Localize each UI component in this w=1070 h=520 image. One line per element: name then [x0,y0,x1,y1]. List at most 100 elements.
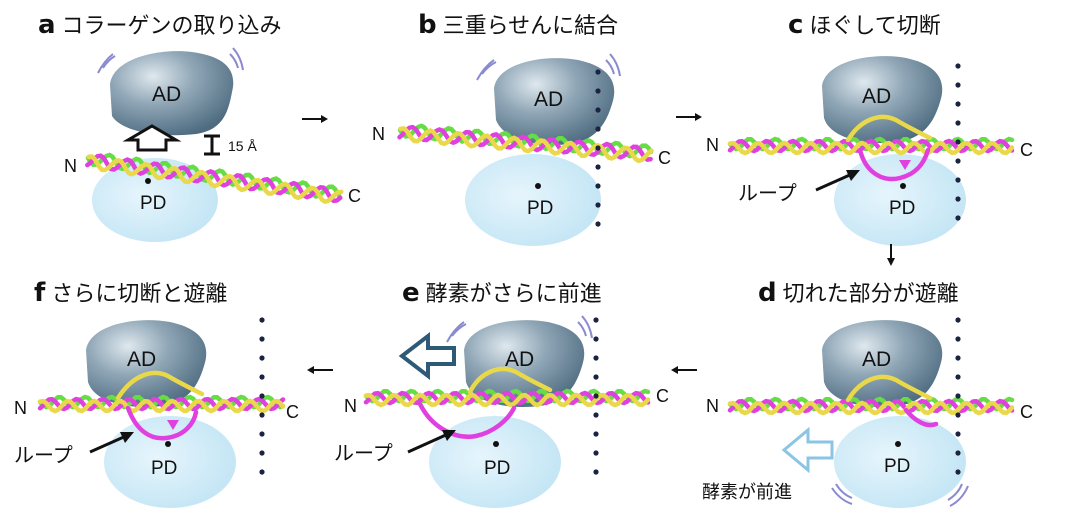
panel-e: AD PD ループ N C [334,315,669,508]
ad-domain [110,51,234,136]
panel-b-text: 三重らせんに結合 [442,14,619,39]
right-arrow-icon [302,115,328,123]
pd-label: PD [889,198,915,219]
distance-bracket [204,134,220,156]
c-terminus-label: C [656,386,669,406]
boundary-dot [955,177,961,183]
collagen-triple-helix [397,123,654,164]
ad-label: AD [152,83,181,106]
open-arrow-icon [781,426,834,474]
collagen-strand-green [397,123,654,159]
boundary-dot [595,107,601,113]
boundary-dot [955,82,961,88]
pd-domain [834,416,966,508]
n-terminus-label: N [14,398,27,418]
pd-domain [834,154,966,246]
boundary-dot [955,412,961,418]
unwound-strand-loop [125,405,199,441]
pd-label: PD [151,458,177,479]
n-terminus-label: N [372,124,385,144]
boundary-dot [955,336,961,342]
boundary-dot [259,336,265,342]
distance-label: 15 Å [228,138,257,154]
n-terminus-label: N [706,396,719,416]
loop-pointer-arrow [815,170,860,192]
loop-label: ループ [738,183,797,205]
panel-f-letter: f [34,278,46,308]
center-dot [535,183,541,189]
collagen-strand-magenta [85,153,343,204]
collagen-triple-helix [727,114,1015,182]
cleavage-marker-icon [167,420,179,430]
boundary-dot [259,431,265,437]
dotted-boundary [955,63,961,221]
boundary-dot [955,63,961,69]
panel-d-letter: d [758,278,777,308]
boundary-dot [595,164,601,170]
boundary-dot [595,202,601,208]
open-arrow-icon [398,331,456,381]
ad-label: AD [534,88,563,111]
boundary-dot [259,393,265,399]
dotted-boundary [593,317,599,475]
displaced-strand-yellow [115,370,205,401]
panel-c: AD PD ループ N C [706,56,1033,266]
boundary-dot [955,469,961,475]
boundary-dot [259,450,265,456]
loop-label: ループ [334,443,393,465]
loop-pointer-arrow [89,432,134,454]
center-dot [145,178,151,184]
boundary-dot [955,450,961,456]
boundary-dot [593,355,599,361]
ad-label: AD [862,348,891,371]
vibration-icon [476,53,621,81]
boundary-dot [955,317,961,323]
ad-domain [822,56,943,143]
pd-label: PD [527,198,553,219]
n-terminus-label: N [706,135,719,155]
boundary-dot [595,126,601,132]
c-terminus-label: C [348,186,361,206]
boundary-dot [955,431,961,437]
collagen-strand-yellow [727,400,1015,416]
boundary-dot [955,101,961,107]
pd-label: PD [884,456,910,477]
boundary-dot [259,317,265,323]
collagen-strand-yellow [86,154,344,204]
collagen-strand-magenta [397,124,653,162]
open-arrow-icon [122,124,182,152]
boundary-dot [955,120,961,126]
boundary-dot [593,336,599,342]
ad-label: AD [505,348,534,371]
down-arrow-icon [887,244,895,266]
boundary-dot [955,158,961,164]
boundary-dot [593,393,599,399]
collagen-strand-yellow [727,140,1015,156]
center-dot [165,441,171,447]
dotted-boundary [259,317,265,475]
dotted-boundary [955,317,961,475]
n-terminus-label: N [64,156,77,176]
boundary-dot [593,431,599,437]
boundary-dot [259,374,265,380]
unwound-strand-loop [417,401,517,439]
panel-b: AD PD N C [372,53,671,246]
pd-domain [465,154,601,246]
pd-domain [429,416,561,508]
pd-domain [92,158,218,242]
panel-e-text: 酵素がさらに前進 [425,282,602,307]
panel-f-text: さらに切断と遊離 [51,282,228,307]
left-arrow-icon [307,366,333,374]
boundary-dot [955,196,961,202]
center-dot [895,441,901,447]
collagen-strand-yellow [363,392,651,408]
ad-label: AD [127,348,156,371]
displaced-strand-yellow [845,374,933,403]
boundary-dot [595,221,601,227]
boundary-dot [595,88,601,94]
vibration-icon [97,47,244,74]
